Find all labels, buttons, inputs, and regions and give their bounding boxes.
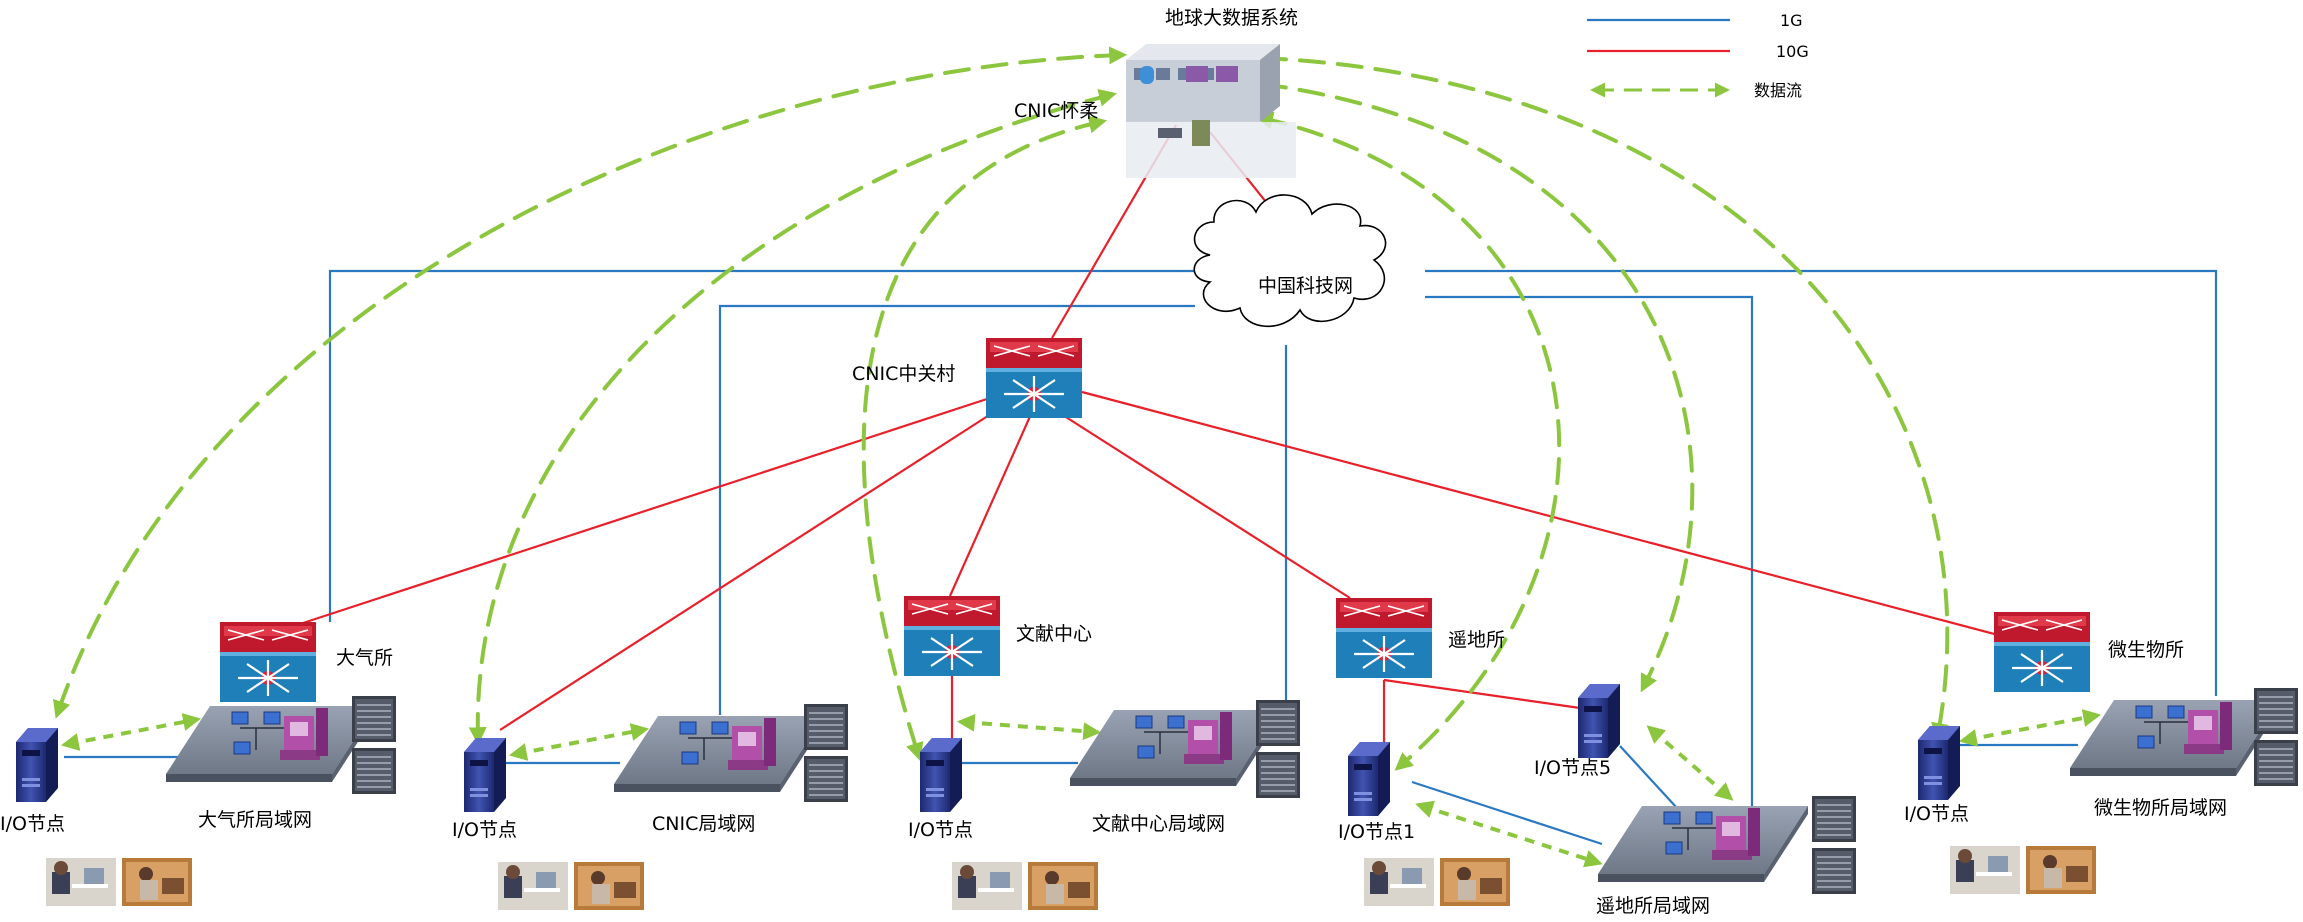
link-10g-yaodi-io5 xyxy=(1383,678,1581,710)
user-photo-icon-weishengwu xyxy=(1950,846,2096,894)
link-10g-zgc-cnic-io xyxy=(499,411,995,731)
io-server-icon-daqi xyxy=(16,728,58,802)
user-photo-icon-daqi xyxy=(46,858,192,906)
lan-platform-icon-weishengwu xyxy=(2069,699,2281,777)
flow-local-weishengwu xyxy=(1958,709,2102,747)
core-switch-icon-weishengwu xyxy=(1992,610,2092,694)
storage-rack-icon-wenxian xyxy=(1255,699,1301,799)
site-yaodi-io1-label: I/O节点1 xyxy=(1338,821,1415,843)
flow-core-yaodi-io5 xyxy=(1254,76,1695,693)
flow-local-yaodi-io1 xyxy=(1415,800,1603,868)
link-10g-zgc-yaodi xyxy=(1057,411,1351,599)
flow-local-daqi xyxy=(60,713,202,751)
site-yaodi-lan-label: 遥地所局域网 xyxy=(1596,895,1710,917)
site-daqi: 大气所 I/O节点 大气所局域网 xyxy=(0,620,397,906)
links-10g xyxy=(299,124,1999,744)
core-switch-icon-yaodi xyxy=(1334,596,1434,680)
flow-core-wenxian xyxy=(861,115,1108,761)
site-weishengwu: 微生物所 I/O节点 微生物所局域网 xyxy=(1904,610,2299,894)
lan-platform-icon-yaodi xyxy=(1597,805,1809,883)
link-1g-cstnet-weishengwu xyxy=(1425,269,2218,696)
io-server-icon-wenxian xyxy=(920,738,962,812)
legend-label-10g: 10G xyxy=(1776,42,1809,61)
zgc-label: CNIC中关村 xyxy=(852,363,955,385)
flow-local-wenxian xyxy=(956,713,1102,741)
site-daqi-io-label: I/O节点 xyxy=(0,813,65,835)
site-daqi-switch-label: 大气所 xyxy=(336,647,393,669)
link-10g-zgc-weishengwu xyxy=(1081,390,1999,637)
huairou-label: CNIC怀柔 xyxy=(1014,100,1098,122)
flow-core-weishengwu xyxy=(1254,49,1950,742)
io-server-icon-yaodi-1 xyxy=(1348,742,1390,816)
legend: 1G 10G 数据流 xyxy=(1587,11,1809,100)
core-switch-icon-daqi xyxy=(218,620,318,704)
legend-label-1g: 1G xyxy=(1780,11,1803,30)
local-dataflows xyxy=(60,709,2102,868)
site-wenxian: 文献中心 I/O节点 文献中心局域网 xyxy=(902,594,1301,910)
io-server-icon-cnic xyxy=(464,738,506,812)
core-switch-icon xyxy=(984,336,1084,420)
site-daqi-lan-label: 大气所局域网 xyxy=(198,809,312,831)
cstnet-label: 中国科技网 xyxy=(1258,275,1353,297)
site-wenxian-lan-label: 文献中心局域网 xyxy=(1092,813,1225,835)
flow-local-yaodi-io5 xyxy=(1646,725,1734,801)
site-weishengwu-switch-label: 微生物所 xyxy=(2108,639,2184,661)
site-weishengwu-io-label: I/O节点 xyxy=(1904,803,1969,825)
legend-label-dataflow: 数据流 xyxy=(1754,81,1802,100)
core-switch-icon-wenxian xyxy=(902,594,1002,678)
site-cnic-lan-label: CNIC局域网 xyxy=(652,813,755,835)
user-photo-icon-cnic xyxy=(498,862,644,910)
link-1g-cstnet-daqi xyxy=(328,269,1195,622)
lan-platform-icon-wenxian xyxy=(1069,709,1281,787)
link-10g-zgc-daqi xyxy=(299,396,991,626)
site-weishengwu-lan-label: 微生物所局域网 xyxy=(2094,797,2227,819)
io-server-icon-weishengwu xyxy=(1918,726,1960,800)
storage-rack-icon-yaodi xyxy=(1811,795,1857,895)
link-10g-zgc-wenxian xyxy=(948,411,1034,597)
user-photo-icon-yaodi xyxy=(1364,858,1510,906)
dataflows xyxy=(53,46,1950,771)
site-cnic: I/O节点 CNIC局域网 xyxy=(452,703,849,910)
storage-rack-icon-daqi xyxy=(351,695,397,795)
core-title: 地球大数据系统 xyxy=(1165,7,1298,29)
flow-local-cnic xyxy=(508,723,650,761)
lan-platform-icon-daqi xyxy=(165,705,377,783)
site-yaodi-io5-label: I/O节点5 xyxy=(1534,757,1611,779)
site-yaodi: 遥地所 I/O节点1 I/O节点5 遥地所局域网 xyxy=(1334,596,1857,917)
cloud-icon xyxy=(1193,194,1387,328)
site-wenxian-switch-label: 文献中心 xyxy=(1016,623,1092,645)
site-cnic-io-label: I/O节点 xyxy=(452,819,517,841)
building-icon xyxy=(1126,44,1296,178)
site-wenxian-io-label: I/O节点 xyxy=(908,819,973,841)
storage-rack-icon-cnic xyxy=(803,703,849,803)
site-yaodi-switch-label: 遥地所 xyxy=(1448,629,1505,651)
user-photo-icon-wenxian xyxy=(952,862,1098,910)
io-server-icon-yaodi-5 xyxy=(1578,684,1620,758)
lan-platform-icon-cnic xyxy=(613,715,825,793)
